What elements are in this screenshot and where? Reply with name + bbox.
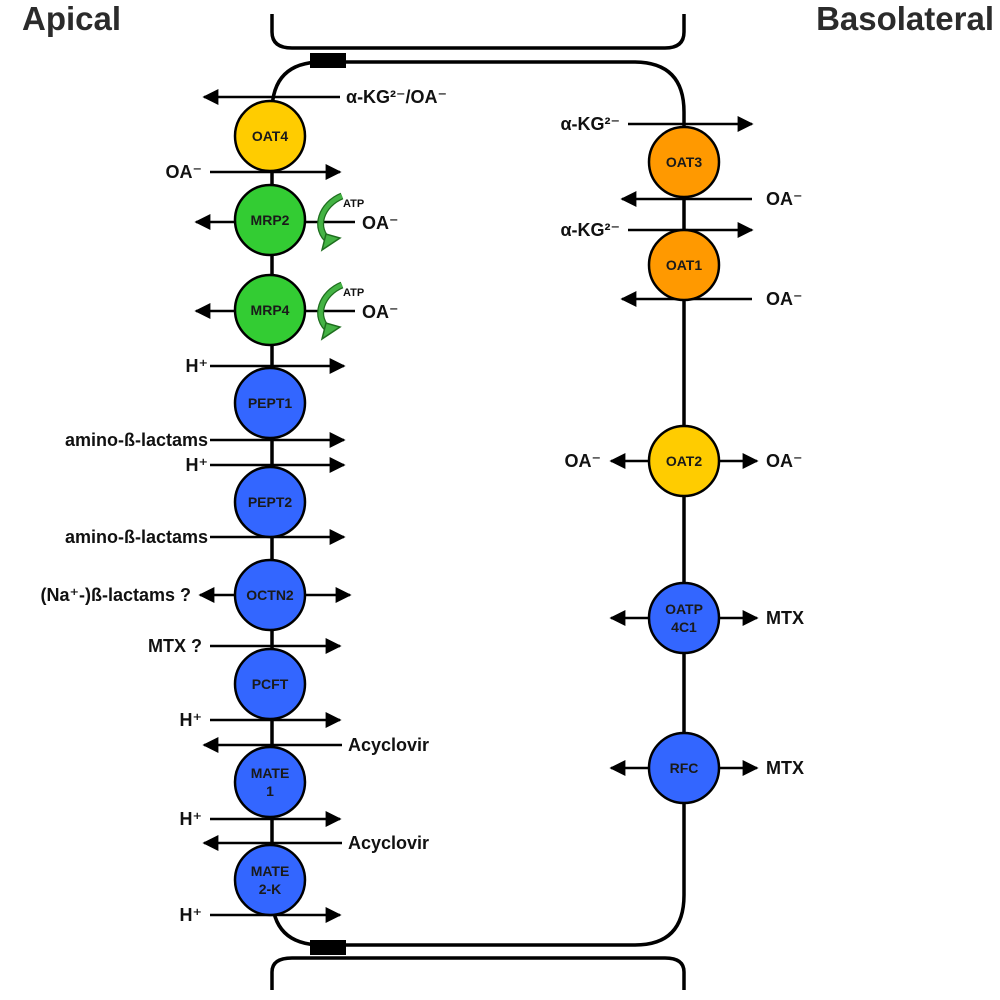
transporter-pcft-circle bbox=[233, 647, 307, 721]
pept2-proton-label: H⁺ bbox=[186, 455, 209, 475]
transporter-oat4-circle bbox=[233, 99, 307, 173]
mrp4-substrate-label: OA⁻ bbox=[362, 302, 399, 322]
mate2k-substrate-label: Acyclovir bbox=[348, 833, 429, 853]
transporter-mate2k-label-line1: MATE bbox=[251, 863, 290, 879]
transporter-oat1-circle bbox=[647, 228, 721, 302]
oat4-exchange-label: α-KG²⁻/OA⁻ bbox=[346, 87, 447, 107]
transporter-mrp4-circle bbox=[233, 273, 307, 347]
transporter-oat3-circle bbox=[647, 125, 721, 199]
transporter-mate2k-label-line2: 2-K bbox=[259, 881, 282, 897]
oat3-akg-label: α-KG²⁻ bbox=[560, 114, 620, 134]
transporter-oatp4c1-label-line2: 4C1 bbox=[671, 619, 697, 635]
transporter-mate1: MATE 1 bbox=[233, 745, 307, 819]
transporter-mate1-circle bbox=[233, 745, 307, 819]
transporter-oatp4c1-circle bbox=[647, 581, 721, 655]
cell-membrane bbox=[270, 60, 686, 947]
neighbour-cell-bottom-outline bbox=[270, 956, 686, 990]
transporter-mate2k: MATE 2-K bbox=[233, 843, 307, 917]
mrp4-atp-label: ATP bbox=[343, 287, 364, 299]
oat1-akg-label: α-KG²⁻ bbox=[560, 220, 620, 240]
mate2k-proton-bottom-label: H⁺ bbox=[180, 905, 203, 925]
mrp2-substrate-label: OA⁻ bbox=[362, 213, 399, 233]
transporter-pcft: PCFT bbox=[233, 647, 307, 721]
transporter-mrp2: MRP2 bbox=[233, 183, 307, 257]
transporter-oat3: OAT3 bbox=[647, 125, 721, 199]
transporter-mate2k-circle bbox=[233, 843, 307, 917]
transporter-oat2-circle bbox=[647, 424, 721, 498]
transporter-pcft-label: PCFT bbox=[252, 676, 289, 692]
pcft-substrate-label: MTX ? bbox=[148, 636, 202, 656]
transporter-oat4-label: OAT4 bbox=[252, 128, 289, 144]
transporter-pept1: PEPT1 bbox=[233, 366, 307, 440]
transporter-rfc-label: RFC bbox=[670, 760, 699, 776]
transporter-pept1-circle bbox=[233, 366, 307, 440]
transporter-rfc-circle bbox=[647, 731, 721, 805]
mate1-proton-label: H⁺ bbox=[180, 710, 203, 730]
transporter-mate1-label-line1: MATE bbox=[251, 765, 290, 781]
transporter-octn2-label: OCTN2 bbox=[246, 587, 294, 603]
mate1-substrate-label: Acyclovir bbox=[348, 735, 429, 755]
oat2-right-label: OA⁻ bbox=[766, 451, 803, 471]
oat1-oa-label: OA⁻ bbox=[766, 289, 803, 309]
transporter-oat2: OAT2 bbox=[647, 424, 721, 498]
transporter-oatp4c1: OATP 4C1 bbox=[647, 581, 721, 655]
transporter-pept2-circle bbox=[233, 465, 307, 539]
transporter-octn2: OCTN2 bbox=[233, 558, 307, 632]
transporter-oat3-label: OAT3 bbox=[666, 154, 703, 170]
transporter-pept2-label: PEPT2 bbox=[248, 494, 293, 510]
mrp2-atp-hydrolysis-icon bbox=[317, 192, 344, 252]
tight-junction-bottom bbox=[310, 940, 346, 955]
transporter-mrp2-circle bbox=[233, 183, 307, 257]
neighbour-cell-top-outline bbox=[270, 14, 686, 50]
oat3-oa-label: OA⁻ bbox=[766, 189, 803, 209]
pept2-substrate-label: amino-ß-lactams bbox=[65, 527, 208, 547]
transporter-octn2-circle bbox=[233, 558, 307, 632]
oat4-uptake-label: OA⁻ bbox=[165, 162, 202, 182]
mrp4-atp-hydrolysis-icon bbox=[317, 281, 344, 341]
oat2-left-label: OA⁻ bbox=[564, 451, 601, 471]
transporter-rfc: RFC bbox=[647, 731, 721, 805]
pept1-proton-label: H⁺ bbox=[186, 356, 209, 376]
mate2k-proton-top-label: H⁺ bbox=[180, 809, 203, 829]
transporter-mrp4-label: MRP4 bbox=[251, 302, 290, 318]
octn2-substrate-label: (Na⁺-)ß-lactams ? bbox=[40, 585, 191, 605]
transporter-oat2-label: OAT2 bbox=[666, 453, 703, 469]
transporter-mate1-label-line2: 1 bbox=[266, 783, 274, 799]
pept1-substrate-label: amino-ß-lactams bbox=[65, 430, 208, 450]
basolateral-heading: Basolateral bbox=[816, 0, 994, 37]
mrp2-atp-label: ATP bbox=[343, 198, 364, 210]
oatp4c1-substrate-label: MTX bbox=[766, 608, 804, 628]
transporter-mrp4: MRP4 bbox=[233, 273, 307, 347]
transporter-oatp4c1-label-line1: OATP bbox=[665, 601, 703, 617]
transporter-mrp2-label: MRP2 bbox=[251, 212, 290, 228]
transporter-pept2: PEPT2 bbox=[233, 465, 307, 539]
rfc-substrate-label: MTX bbox=[766, 758, 804, 778]
transporter-pept1-label: PEPT1 bbox=[248, 395, 293, 411]
transporter-oat1: OAT1 bbox=[647, 228, 721, 302]
apical-heading: Apical bbox=[22, 0, 121, 37]
transporter-oat1-label: OAT1 bbox=[666, 257, 703, 273]
transporter-oat4: OAT4 bbox=[233, 99, 307, 173]
